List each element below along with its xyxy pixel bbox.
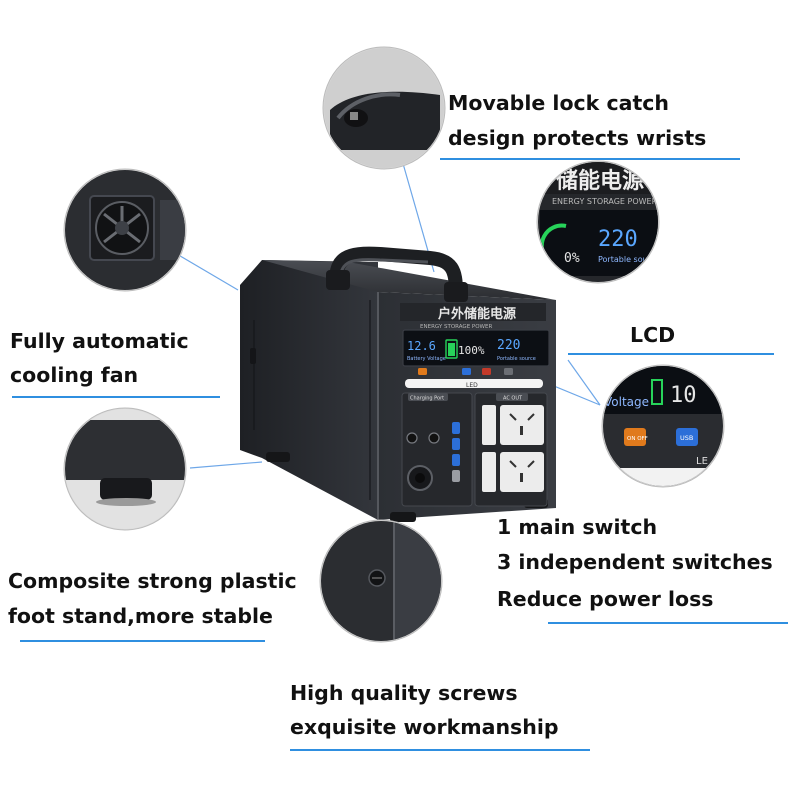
callout-lock-rule	[440, 158, 740, 160]
led-light-bar	[405, 379, 543, 388]
callout-foot-rule	[20, 640, 265, 642]
callout-foot-line2: foot stand,more stable	[8, 604, 273, 628]
lcd-screen	[402, 329, 550, 367]
callout-screws-line1: High quality screws	[290, 681, 518, 705]
zoom-on-off-label: ON OFF	[627, 436, 648, 442]
brand-subtext: ENERGY STORAGE POWER	[420, 324, 492, 330]
zoom-lcd-percent: 0%	[564, 251, 580, 266]
lcd-percent: 100%	[458, 344, 485, 357]
callout-switch-line2: 3 independent switches	[497, 550, 773, 574]
charging-port-label: Charging Port	[410, 396, 444, 402]
usb-switch-icon	[462, 368, 471, 375]
zoom-screws	[319, 519, 443, 643]
zoom-power-switch-icon	[624, 428, 646, 446]
ac-switch-icon	[482, 368, 491, 375]
brand-text: 户外储能电源	[438, 306, 516, 322]
callout-screws-rule	[290, 749, 590, 751]
carry-handle	[326, 246, 468, 302]
zoom-lcd: 储能电源 ENERGY STORAGE POWER 0% 220 Portabl…	[536, 160, 660, 284]
zoom-lcd-value: 220	[598, 227, 638, 252]
callout-foot-line1: Composite strong plastic	[8, 569, 297, 593]
typec-port-icon	[452, 470, 460, 482]
callout-switch-line3: Reduce power loss	[497, 587, 714, 611]
zoom-lock-catch	[322, 46, 446, 170]
usb-port-icon-3	[452, 454, 460, 466]
zoom-voltage-text: Voltage	[604, 395, 649, 409]
callout-fan-line2: cooling fan	[10, 363, 139, 387]
main-switch-icon	[418, 368, 427, 375]
zoom-lcd-brand: 储能电源	[556, 168, 644, 194]
zoom-lcd-caption: Portable source	[598, 255, 660, 264]
callout-lcd: LCD	[630, 323, 676, 347]
led-switch-icon	[504, 368, 513, 375]
usb-port-icon-2	[452, 438, 460, 450]
lcd-right-caption: Portable source	[497, 356, 536, 362]
callout-screws-line2: exquisite workmanship	[290, 715, 559, 739]
zoom-digits: 10	[670, 383, 697, 408]
dc-port-icon-2	[428, 432, 440, 444]
ac-out-label: AC OUT	[503, 396, 523, 402]
zoom-usb-switch-icon	[676, 428, 698, 446]
zoom-cooling-fan	[63, 168, 187, 292]
callout-switch-line1: 1 main switch	[497, 515, 658, 539]
zoom-usb-label: USB	[680, 434, 693, 442]
usb-port-icon	[452, 422, 460, 434]
led-label: LED	[466, 382, 478, 389]
zoom-led-text: LE	[696, 456, 708, 467]
callout-lock-line2: design protects wrists	[448, 126, 707, 150]
front-panel: 户外储能电源 ENERGY STORAGE POWER 12.6 Battery…	[400, 303, 550, 507]
lcd-right-value: 220	[497, 338, 520, 353]
zoom-foot-stand	[63, 407, 187, 531]
ac-outlet-icon	[482, 405, 544, 445]
callout-switch-rule	[548, 622, 788, 624]
lcd-left-value: 12.6	[407, 339, 436, 353]
callout-lock-line1: Movable lock catch	[448, 91, 669, 115]
dc-port-icon	[406, 432, 418, 444]
zoom-switches: Voltage 10 ON OFF USB LE	[601, 364, 725, 488]
zoom-lcd-brand-sub: ENERGY STORAGE POWER	[552, 197, 658, 206]
callout-fan-line1: Fully automatic	[10, 329, 189, 353]
callout-fan-rule	[12, 396, 220, 398]
lcd-left-caption: Battery Voltage	[407, 356, 446, 362]
callout-lcd-rule	[568, 353, 774, 355]
battery-icon	[445, 339, 458, 359]
ac-outlet-icon-2	[482, 452, 544, 492]
